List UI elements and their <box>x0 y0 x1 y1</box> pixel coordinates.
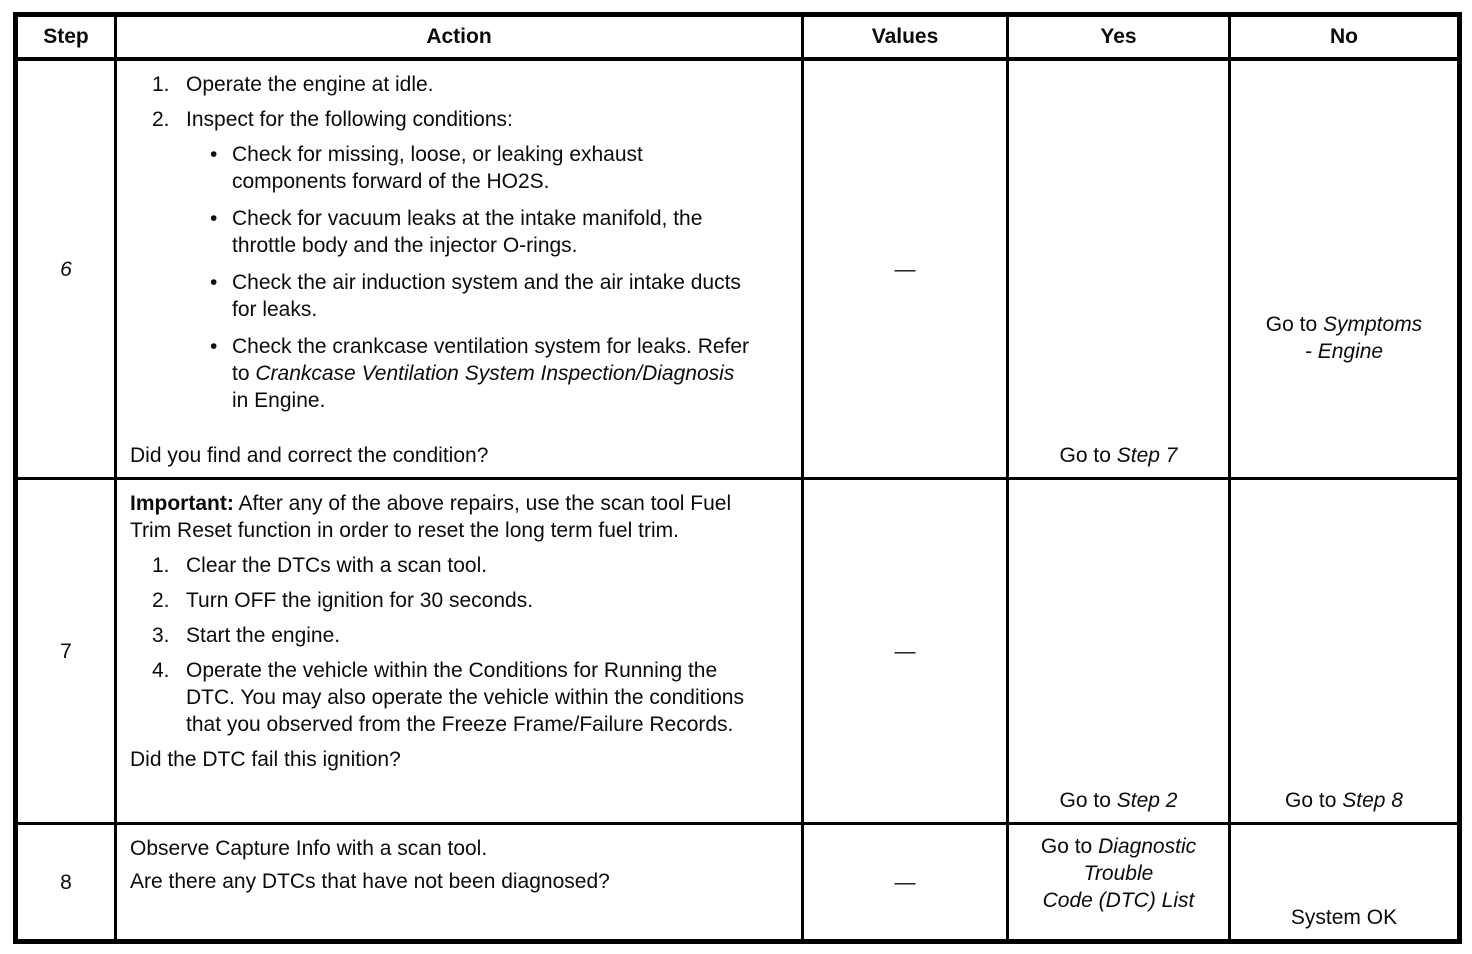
goto-prefix: Go to <box>1040 835 1099 858</box>
goto-prefix: Go to <box>1059 789 1117 812</box>
important-text: After any of the above repairs, use the … <box>130 492 732 542</box>
step-7-action-cell: Important: After any of the above repair… <box>114 477 804 825</box>
col-header-yes: Yes <box>1006 13 1231 61</box>
bullet-icon: • <box>210 143 218 166</box>
goto-text: Go to Step 2 <box>1060 789 1178 812</box>
bullet-text: Check for missing, loose, or leaking exh… <box>232 143 643 193</box>
bullet-icon: • <box>210 335 218 358</box>
step-7-row: 7 Important: After any of the above repa… <box>14 477 1461 825</box>
goto-prefix: Go to <box>1265 313 1323 336</box>
numbered-item-text: Clear the DTCs with a scan tool. <box>186 554 488 577</box>
bullet-list: • Check for missing, loose, or leaking e… <box>130 141 755 414</box>
col-header-no: No <box>1228 13 1461 61</box>
step-6-number: 6 <box>14 57 117 480</box>
numbered-item: 3. Start the engine. <box>130 622 755 649</box>
cross-reference-title: Crankcase Ventilation System Inspection/… <box>255 362 735 385</box>
list-marker: 1. <box>152 73 170 96</box>
step-8-action-cell: Observe Capture Info with a scan tool. A… <box>114 822 804 943</box>
step-8-no-cell: System OK <box>1228 822 1461 943</box>
goto-text: Go to Diagnostic Trouble Code (DTC) List <box>1041 835 1196 912</box>
numbered-item: 1. Operate the engine at idle. <box>130 71 755 98</box>
step-question: Did you find and correct the condition? <box>130 444 489 467</box>
goto-prefix: Go to <box>1059 444 1117 467</box>
step-7-no-cell: Go to Step 8 <box>1228 477 1461 825</box>
list-marker: 1. <box>152 554 170 577</box>
bullet-item: • Check for vacuum leaks at the intake m… <box>210 205 755 259</box>
numbered-item: 2. Turn OFF the ignition for 30 seconds. <box>130 587 755 614</box>
numbered-item-text: Inspect for the following conditions: <box>186 108 513 131</box>
col-header-action: Action <box>114 13 804 61</box>
col-header-step: Step <box>14 13 117 61</box>
header-row: Step Action Values Yes No <box>14 13 1461 61</box>
goto-target: Step 7 <box>1116 444 1178 467</box>
step-6-values: — <box>801 57 1009 480</box>
step-7-yes-cell: Go to Step 2 <box>1006 477 1231 825</box>
goto-text: Go to Step 8 <box>1285 789 1403 812</box>
bullet-item: • Check the air induction system and the… <box>210 269 755 323</box>
goto-text: Go to Symptoms - Engine <box>1266 313 1422 363</box>
bullet-icon: • <box>210 271 218 294</box>
step-6-action-cell: 1. Operate the engine at idle. 2. Inspec… <box>114 57 804 480</box>
goto-text: Go to Step 7 <box>1060 444 1178 467</box>
step-8-number: 8 <box>14 822 117 943</box>
step-7-number: 7 <box>14 477 117 825</box>
list-marker: 2. <box>152 108 170 131</box>
bullet-text: Check the crankcase ventilation system f… <box>232 333 755 414</box>
system-ok-text: System OK <box>1290 906 1398 929</box>
important-label: Important: <box>130 492 234 515</box>
list-marker: 2. <box>152 589 170 612</box>
goto-target: Diagnostic Trouble Code (DTC) List <box>1042 835 1197 912</box>
list-marker: 4. <box>152 659 170 682</box>
bullet-item: • Check for missing, loose, or leaking e… <box>210 141 755 195</box>
bullet-text: Check the air induction system and the a… <box>232 271 741 321</box>
goto-target: Symptoms - Engine <box>1304 313 1423 363</box>
step-7-values: — <box>801 477 1009 825</box>
numbered-item: 2. Inspect for the following conditions: <box>130 106 755 133</box>
step-6-no-cell: Go to Symptoms - Engine <box>1228 57 1461 480</box>
goto-target: Step 2 <box>1116 789 1178 812</box>
step-8-row: 8 Observe Capture Info with a scan tool.… <box>14 822 1461 943</box>
goto-prefix: Go to <box>1285 789 1343 812</box>
bullet-item: • Check the crankcase ventilation system… <box>210 333 755 414</box>
numbered-item: 1. Clear the DTCs with a scan tool. <box>130 552 755 579</box>
action-line: Observe Capture Info with a scan tool. <box>130 837 488 860</box>
numbered-item-text: Operate the engine at idle. <box>186 73 434 96</box>
col-header-values: Values <box>801 13 1009 61</box>
step-6-row: 6 1. Operate the engine at idle. 2. Insp… <box>14 57 1461 480</box>
step-6-yes-cell: Go to Step 7 <box>1006 57 1231 480</box>
step-8-values: — <box>801 822 1009 943</box>
bullet-text: Check for vacuum leaks at the intake man… <box>232 207 703 257</box>
step-question: Are there any DTCs that have not been di… <box>130 870 610 893</box>
numbered-item-text: Operate the vehicle within the Condition… <box>186 659 744 736</box>
diagnostic-table: Step Action Values Yes No 6 1. Operate t… <box>13 12 1462 944</box>
important-note: Important: After any of the above repair… <box>130 490 755 544</box>
bullet-text-plain: Check the crankcase ventilation system f… <box>232 335 750 385</box>
bullet-icon: • <box>210 207 218 230</box>
numbered-item-text: Turn OFF the ignition for 30 seconds. <box>186 589 534 612</box>
step-8-yes-cell: Go to Diagnostic Trouble Code (DTC) List <box>1006 822 1231 943</box>
numbered-item-text: Start the engine. <box>186 624 341 647</box>
bullet-text-plain: in Engine. <box>232 389 326 412</box>
goto-target: Step 8 <box>1342 789 1403 812</box>
step-question: Did the DTC fail this ignition? <box>130 748 401 771</box>
list-marker: 3. <box>152 624 170 647</box>
numbered-item: 4. Operate the vehicle within the Condit… <box>130 657 755 738</box>
